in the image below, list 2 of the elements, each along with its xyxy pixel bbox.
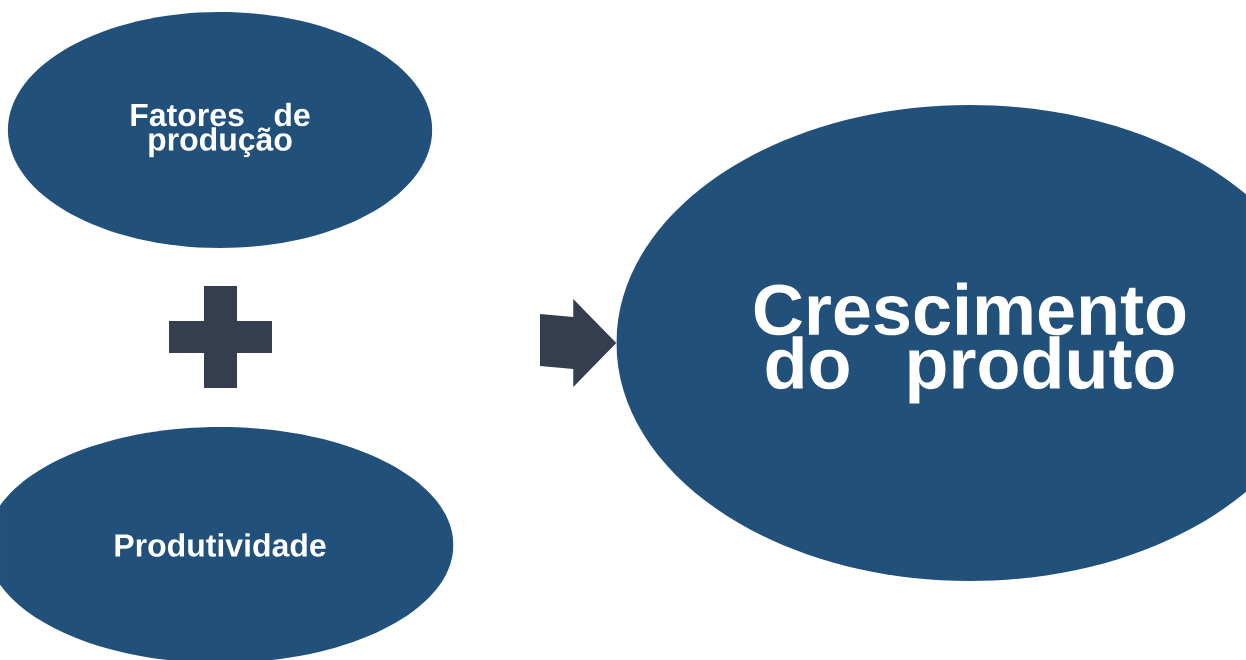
block-arrow — [540, 299, 617, 387]
ellipse-node: Fatores de produção — [7, 12, 433, 248]
